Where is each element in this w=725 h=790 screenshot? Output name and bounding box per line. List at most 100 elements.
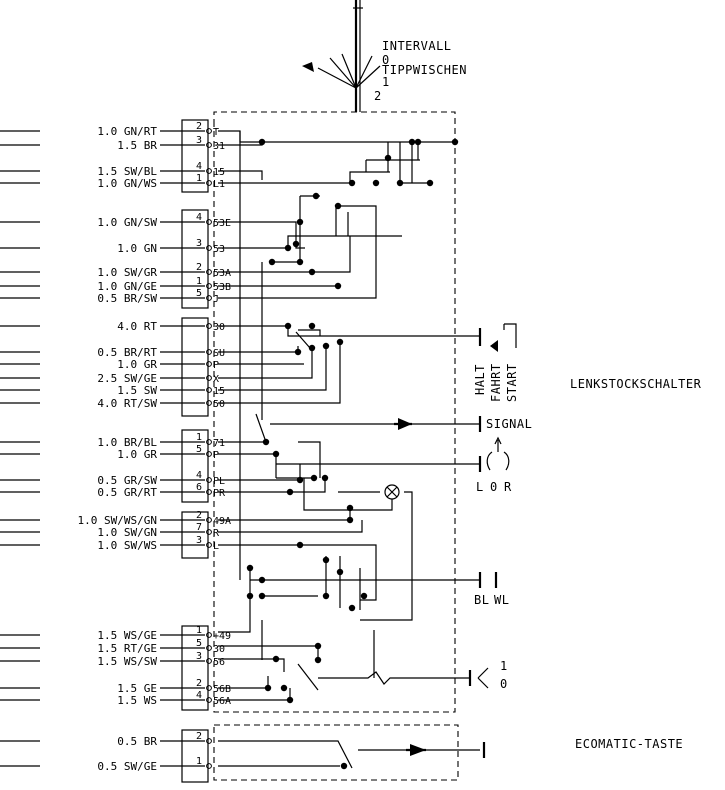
terminal-ring [206,375,212,381]
pin-number: 2 [196,121,202,132]
junction-dot [334,282,342,290]
connector-block-7 [181,729,209,783]
turn-left-label: L [476,480,484,494]
pin-number: 1 [196,756,202,767]
junction-dot [246,564,254,572]
terminal-label: 56A [213,696,231,707]
terminal-ring [206,658,212,664]
pin-number: 3 [196,135,202,146]
junction-dot [314,656,322,664]
junction-dot [308,268,316,276]
junction-dot [372,179,380,187]
junction-dot [272,450,280,458]
terminal-ring [206,517,212,523]
junction-dot [396,179,404,187]
terminal-ring [206,283,212,289]
terminal-label: R [213,528,220,539]
terminal-label: 50 [213,399,225,410]
wiper-stalk [302,0,381,112]
pin-number: 1 [196,432,202,443]
wire-label: 1.0 BR/BL [97,436,157,449]
junction-dot [280,684,288,692]
junction-dot [296,218,304,226]
pin-number: 3 [196,535,202,546]
wire-label: 0.5 GR/RT [97,486,157,499]
pin-number: 2 [196,262,202,273]
wire-label: 1.0 GN [117,242,157,255]
terminal-label: 49A [213,516,231,527]
lamp-symbol [384,484,400,500]
dimmer-one-label: 1 [500,659,508,673]
ignition-symbol [478,323,517,352]
pin-number: 1 [196,625,202,636]
junction-dot [348,179,356,187]
wire-label: 1.0 GR [117,448,157,461]
terminal-ring [206,451,212,457]
ecomatic-title: ECOMATIC-TASTE [575,737,683,751]
connector-blocks [181,119,209,783]
terminal-ring [206,128,212,134]
junction-dot [408,138,416,146]
switch-housings [213,111,459,781]
junction-dot [262,438,270,446]
junction-dot [312,192,320,200]
terminal-label: PR [213,488,226,499]
junction-dot [321,474,329,482]
connector-block-3 [181,317,209,417]
internal-wiring [218,130,480,769]
wire-label: 1.5 GE [117,682,157,695]
terminal-ring [206,738,212,744]
pin-number: 4 [196,690,202,701]
pin-number: 2 [196,678,202,689]
junction-dot [346,504,354,512]
terminal-label: 30 [213,644,225,655]
ecomatic-housing [213,724,459,781]
pin-number: 4 [196,470,202,481]
wiper-tipp-label: TIPPWISCHEN [382,63,467,77]
wire-label: 1.0 GR [117,358,157,371]
junction-dot [414,138,422,146]
wire-label: 0.5 BR/RT [97,346,157,359]
junction-dot [348,604,356,612]
junction-dot [296,476,304,484]
terminal-label: +49 [213,631,231,642]
pin-number: 3 [196,238,202,249]
connector-block-2 [181,209,209,309]
terminal-label: 56B [213,684,231,695]
terminal-label: L1 [213,179,225,190]
terminal-ring [206,323,212,329]
terminal-ring [206,645,212,651]
terminal-ring [206,685,212,691]
junction-dot [360,592,368,600]
wire-label: 0.5 GR/SW [97,474,157,487]
terminal-ring [206,180,212,186]
wire-label: 1.0 GN/RT [97,125,157,138]
turn-right-label: R [504,480,512,494]
wire-label: 0.5 BR [117,735,157,748]
wire-label: 1.5 BR [117,139,157,152]
terminal-label: 15 [213,167,225,178]
pin-number: 7 [196,522,202,533]
junction-dot [294,348,302,356]
pin-number: 4 [196,161,202,172]
pin-number: 6 [196,482,202,493]
junction-dot [310,474,318,482]
wire-label: 1.5 WS [117,694,157,707]
terminal-ring [206,168,212,174]
terminal-ring [206,489,212,495]
junction-dots [246,138,459,770]
junction-dot [284,322,292,330]
wiper-one-label: 1 [382,75,390,89]
dimmer-terminal [468,667,489,689]
terminal-ring [206,361,212,367]
terminal-label: J [213,294,219,305]
terminal-ring [206,439,212,445]
